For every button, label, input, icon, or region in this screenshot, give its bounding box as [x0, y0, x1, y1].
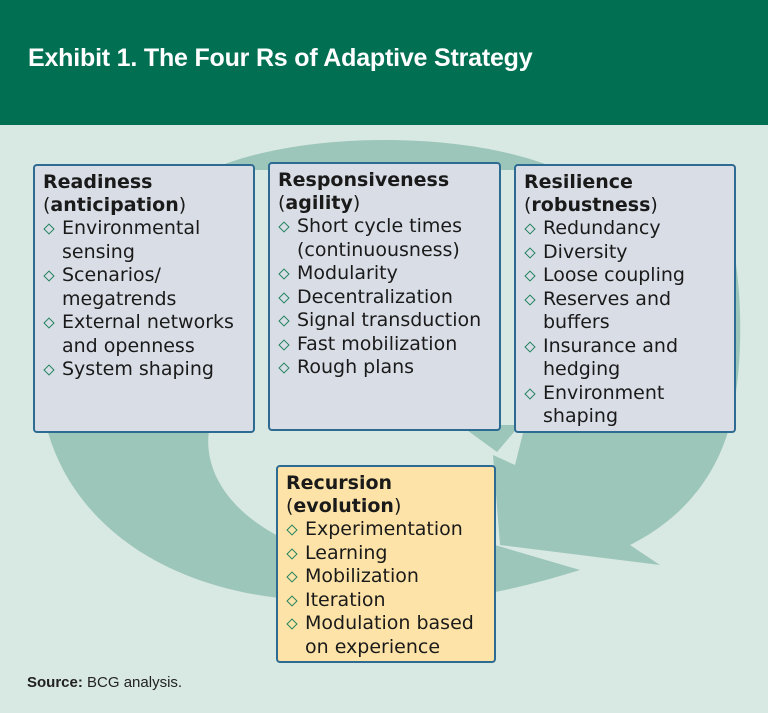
list-item-text: Diversity — [543, 240, 628, 263]
diamond-bullet-icon — [524, 223, 536, 235]
list-item: Fast mobilization — [278, 333, 491, 357]
diamond-bullet-icon — [286, 618, 298, 630]
diamond-bullet-icon — [286, 571, 298, 583]
list-item: System shaping — [43, 358, 245, 382]
box-item-list: Short cycle times (continuousness) Modul… — [278, 215, 491, 380]
list-item: Scenarios/ megatrends — [43, 264, 245, 311]
list-item-text: External networks and openness — [62, 311, 234, 357]
box-item-list: Experimentation Learning Mobilization It… — [286, 518, 486, 659]
diamond-bullet-icon — [524, 293, 536, 306]
list-item-text: Learning — [305, 541, 388, 564]
diamond-bullet-icon — [286, 524, 298, 536]
list-item: Short cycle times (continuousness) — [278, 215, 491, 262]
list-item: External networks and openness — [43, 311, 245, 358]
box-item-list: Redundancy Diversity Loose coupling Rese… — [524, 217, 726, 429]
list-item: Experimentation — [286, 518, 486, 542]
diamond-bullet-icon — [278, 291, 290, 304]
box-title: Recursion (evolution) — [286, 472, 486, 518]
box-subtitle: (robustness) — [524, 194, 658, 216]
diamond-bullet-icon — [524, 270, 536, 282]
list-item: Loose coupling — [524, 264, 726, 288]
list-item: Environment shaping — [524, 382, 726, 429]
list-item: Mobilization — [286, 565, 486, 589]
diamond-bullet-icon — [43, 364, 55, 376]
list-item-text: Modulation based on experience — [305, 612, 474, 658]
cycle-arrow-head-right — [460, 425, 520, 452]
exhibit-title: Exhibit 1. The Four Rs of Adaptive Strat… — [28, 44, 533, 72]
box-responsiveness: Responsiveness (agility) Short cycle tim… — [268, 162, 501, 431]
list-item: Learning — [286, 542, 486, 566]
box-subtitle-text: anticipation — [50, 194, 179, 216]
list-item-text: Scenarios/ megatrends — [62, 264, 177, 310]
list-item-text: Reserves and buffers — [543, 287, 672, 334]
list-item: Modulation based on experience — [286, 612, 486, 659]
exhibit-header: Exhibit 1. The Four Rs of Adaptive Strat… — [0, 0, 768, 125]
list-item-text: Decentralization — [297, 285, 453, 308]
list-item-text: Insurance and hedging — [543, 334, 679, 381]
box-title-main: Readiness — [43, 171, 153, 193]
box-subtitle: (anticipation) — [43, 194, 187, 216]
list-item: Signal transduction — [278, 309, 491, 333]
list-item-text: System shaping — [62, 358, 214, 380]
diamond-bullet-icon — [43, 223, 55, 235]
box-readiness: Readiness (anticipation) Environmental s… — [33, 164, 255, 433]
list-item: Modularity — [278, 262, 491, 286]
box-item-list: Environmental sensing Scenarios/ megatre… — [43, 217, 245, 382]
diamond-bullet-icon — [43, 270, 55, 282]
box-subtitle-text: evolution — [293, 495, 394, 517]
source-text: BCG analysis. — [87, 674, 183, 691]
diamond-bullet-icon — [278, 268, 290, 280]
list-item: Rough plans — [278, 356, 491, 380]
box-subtitle-text: robustness — [531, 194, 651, 216]
box-title: Readiness (anticipation) — [43, 171, 245, 217]
box-subtitle-text: agility — [285, 192, 353, 214]
diamond-bullet-icon — [524, 246, 536, 259]
box-subtitle: (evolution) — [286, 495, 402, 517]
list-item: Iteration — [286, 589, 486, 613]
list-item-text: Loose coupling — [543, 264, 685, 286]
list-item-text: Environmental sensing — [62, 217, 201, 263]
list-item: Decentralization — [278, 286, 491, 310]
diamond-bullet-icon — [278, 221, 290, 233]
box-title-main: Resilience — [524, 171, 633, 193]
list-item-text: Iteration — [305, 588, 386, 611]
box-title: Responsiveness (agility) — [278, 169, 491, 215]
diamond-bullet-icon — [286, 594, 298, 607]
list-item-text: Environment shaping — [543, 381, 665, 428]
list-item-text: Redundancy — [543, 217, 661, 239]
list-item: Environmental sensing — [43, 217, 245, 264]
diamond-bullet-icon — [278, 315, 290, 327]
diamond-bullet-icon — [278, 362, 290, 374]
diamond-bullet-icon — [524, 387, 536, 400]
diamond-bullet-icon — [278, 338, 290, 351]
cycle-arrow-right-segment — [493, 425, 730, 565]
list-item-text: Short cycle times (continuousness) — [297, 215, 462, 261]
list-item-text: Fast mobilization — [297, 332, 458, 355]
list-item-text: Mobilization — [305, 565, 419, 587]
cycle-arrow-left-segment — [46, 425, 340, 600]
diamond-bullet-icon — [524, 340, 536, 353]
list-item-text: Modularity — [297, 262, 398, 284]
list-item-text: Signal transduction — [297, 309, 482, 331]
box-recursion: Recursion (evolution) Experimentation Le… — [276, 465, 496, 663]
list-item-text: Experimentation — [305, 518, 463, 540]
source-note: Source: BCG analysis. — [27, 674, 182, 691]
list-item: Diversity — [524, 241, 726, 265]
box-title: Resilience (robustness) — [524, 171, 726, 217]
box-title-main: Recursion — [286, 472, 393, 494]
list-item: Reserves and buffers — [524, 288, 726, 335]
diamond-bullet-icon — [286, 547, 298, 560]
source-label: Source: — [27, 674, 83, 691]
list-item: Insurance and hedging — [524, 335, 726, 382]
list-item-text: Rough plans — [297, 356, 415, 378]
box-subtitle: (agility) — [278, 192, 361, 214]
diamond-bullet-icon — [43, 317, 55, 329]
box-resilience: Resilience (robustness) Redundancy Diver… — [514, 164, 736, 433]
list-item: Redundancy — [524, 217, 726, 241]
box-title-main: Responsiveness — [278, 169, 450, 191]
